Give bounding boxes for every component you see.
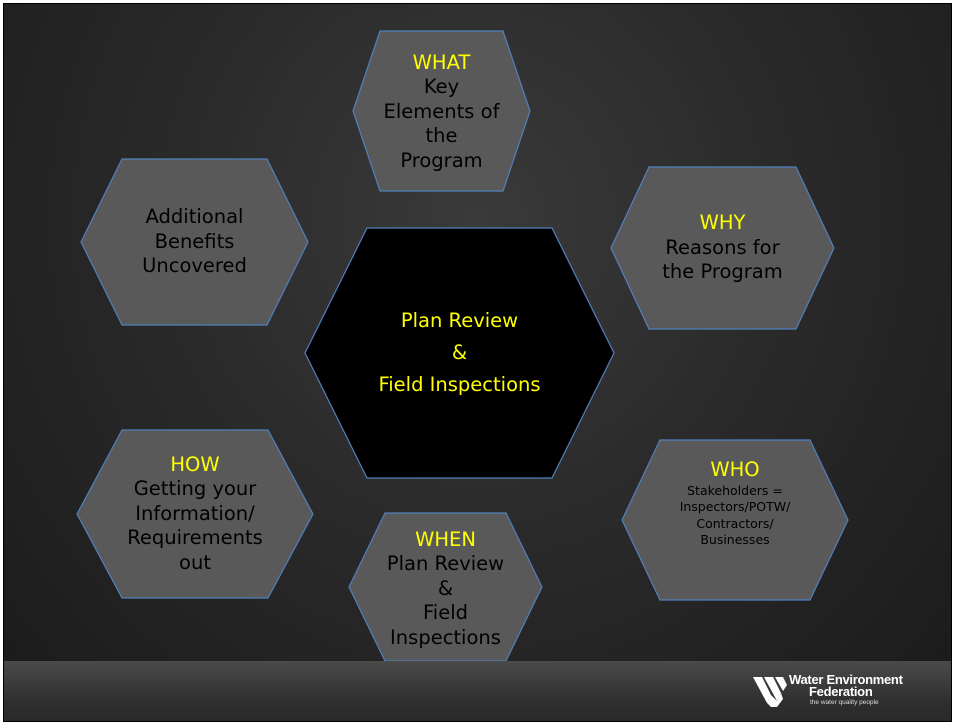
hex-how-text: HOW Getting your Information/ Requiremen… <box>77 430 313 598</box>
when-heading: WHEN <box>415 527 476 551</box>
hexagon-diagram <box>76 30 849 662</box>
who-line: Inspectors/POTW/ <box>679 499 791 514</box>
hex-why <box>610 166 835 330</box>
when-line: Plan Review <box>386 552 505 576</box>
benefits-line: Benefits <box>154 229 235 253</box>
when-line: & <box>437 576 454 600</box>
hex-center <box>304 227 615 479</box>
what-line: Elements of <box>383 99 500 123</box>
when-line: Field <box>422 601 468 625</box>
logo-line1: Water Environment <box>789 672 903 687</box>
what-heading: WHAT <box>412 50 471 74</box>
how-line: Requirements <box>127 526 263 550</box>
why-line: Reasons for <box>665 235 780 259</box>
logo-tagline: the water quality people <box>810 699 879 706</box>
why-line: the Program <box>662 260 783 284</box>
hex-who-text: WHO Stakeholders = Inspectors/POTW/ Cont… <box>622 448 848 592</box>
hex-who <box>621 439 849 601</box>
center-line: & <box>451 341 468 364</box>
what-line: the <box>425 124 458 148</box>
hex-when-text: WHEN Plan Review & Field Inspections <box>349 517 542 661</box>
how-heading: HOW <box>170 452 220 476</box>
how-line: Information/ <box>135 501 255 525</box>
slide: WHAT Key Elements of the Program Additio… <box>3 3 952 722</box>
hex-center-text: Plan Review & Field Inspections <box>305 228 614 478</box>
hex-what-text: WHAT Key Elements of the Program <box>353 36 530 188</box>
wef-logo: Water Environment Federation the water q… <box>753 671 929 709</box>
logo-line2: Federation <box>809 684 873 699</box>
how-line: Getting your <box>133 477 257 501</box>
hex-what <box>352 30 531 192</box>
when-line: Inspections <box>390 625 501 649</box>
benefits-line: Additional <box>145 205 244 229</box>
wef-logo-mark-icon <box>753 677 787 707</box>
who-line: Contractors/ <box>696 515 774 531</box>
benefits-line: Uncovered <box>142 254 247 278</box>
what-line: Key <box>423 75 460 99</box>
center-line: Plan Review <box>400 309 519 332</box>
who-line: Stakeholders = <box>687 482 783 498</box>
hex-why-text: WHY Reasons for the Program <box>611 167 834 329</box>
who-line: Businesses <box>700 532 770 547</box>
hex-benefits <box>80 158 309 326</box>
footer-bar: Water Environment Federation the water q… <box>4 661 951 721</box>
center-line: Field Inspections <box>378 373 541 396</box>
how-line: out <box>179 550 211 574</box>
hex-how <box>76 429 314 599</box>
who-heading: WHO <box>710 458 760 481</box>
why-heading: WHY <box>699 211 746 235</box>
what-line: Program <box>400 148 483 172</box>
hex-benefits-text: Additional Benefits Uncovered <box>81 159 308 325</box>
